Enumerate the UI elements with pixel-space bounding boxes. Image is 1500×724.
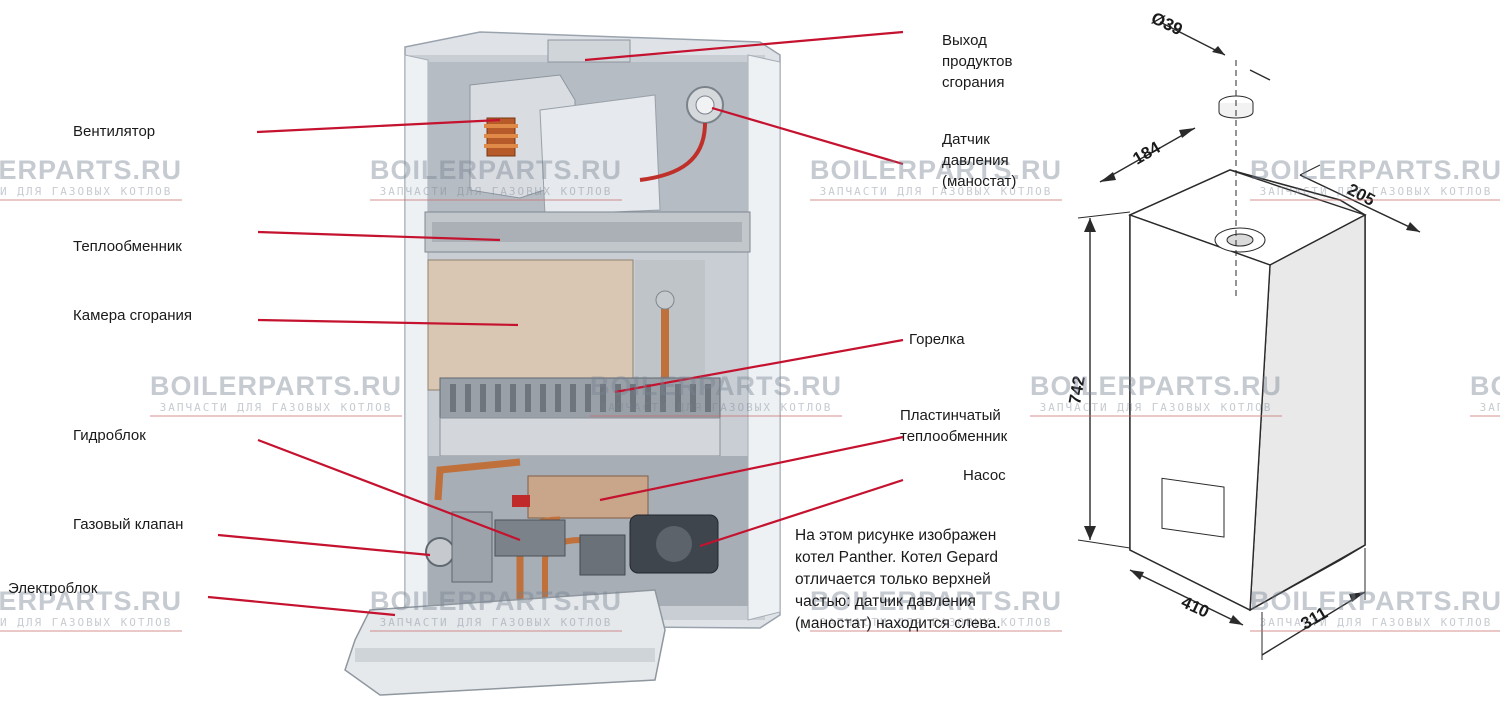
- label-fan: Вентилятор: [73, 123, 156, 140]
- label-electroblock: Электроблок: [8, 580, 98, 597]
- label-gas-valve: Газовый клапан: [73, 516, 184, 533]
- label-pressure-sensor: Датчик давления (маностат): [942, 131, 1017, 190]
- dim-depth-bottom: 311: [1298, 603, 1331, 633]
- label-burner: Горелка: [909, 331, 965, 348]
- leader-plate-heat-exchanger: [599, 435, 904, 502]
- dim-width: 410: [1178, 592, 1212, 621]
- leader-gas-valve: [217, 533, 431, 557]
- dim-flue-diameter: Ø39: [1148, 8, 1185, 39]
- label-combustion-chamber: Камера сгорания: [73, 307, 193, 324]
- dim-depth-top: 184: [1130, 138, 1165, 169]
- label-plate-heat-exchanger: Пластинчатый теплообменник: [900, 407, 1008, 445]
- label-hydroblock: Гидроблок: [73, 427, 146, 444]
- note-text: На этом рисунке изображен котел Panther.…: [795, 527, 1001, 632]
- leader-burner: [614, 338, 904, 394]
- leader-pressure-sensor: [711, 106, 904, 166]
- leader-hydroblock: [257, 438, 521, 542]
- leader-electroblock: [207, 595, 396, 617]
- dim-height: 742: [1065, 374, 1089, 405]
- label-flue-outlet: Выход продуктов сгорания: [942, 32, 1013, 91]
- leader-flue-outlet: [584, 30, 904, 62]
- leader-heat-exchanger: [257, 230, 501, 242]
- label-pump: Насос: [963, 467, 1006, 484]
- leader-pump: [699, 478, 904, 548]
- leader-combustion-chamber: [257, 318, 519, 327]
- label-heat-exchanger: Теплообменник: [73, 238, 182, 255]
- leader-fan: [256, 118, 501, 134]
